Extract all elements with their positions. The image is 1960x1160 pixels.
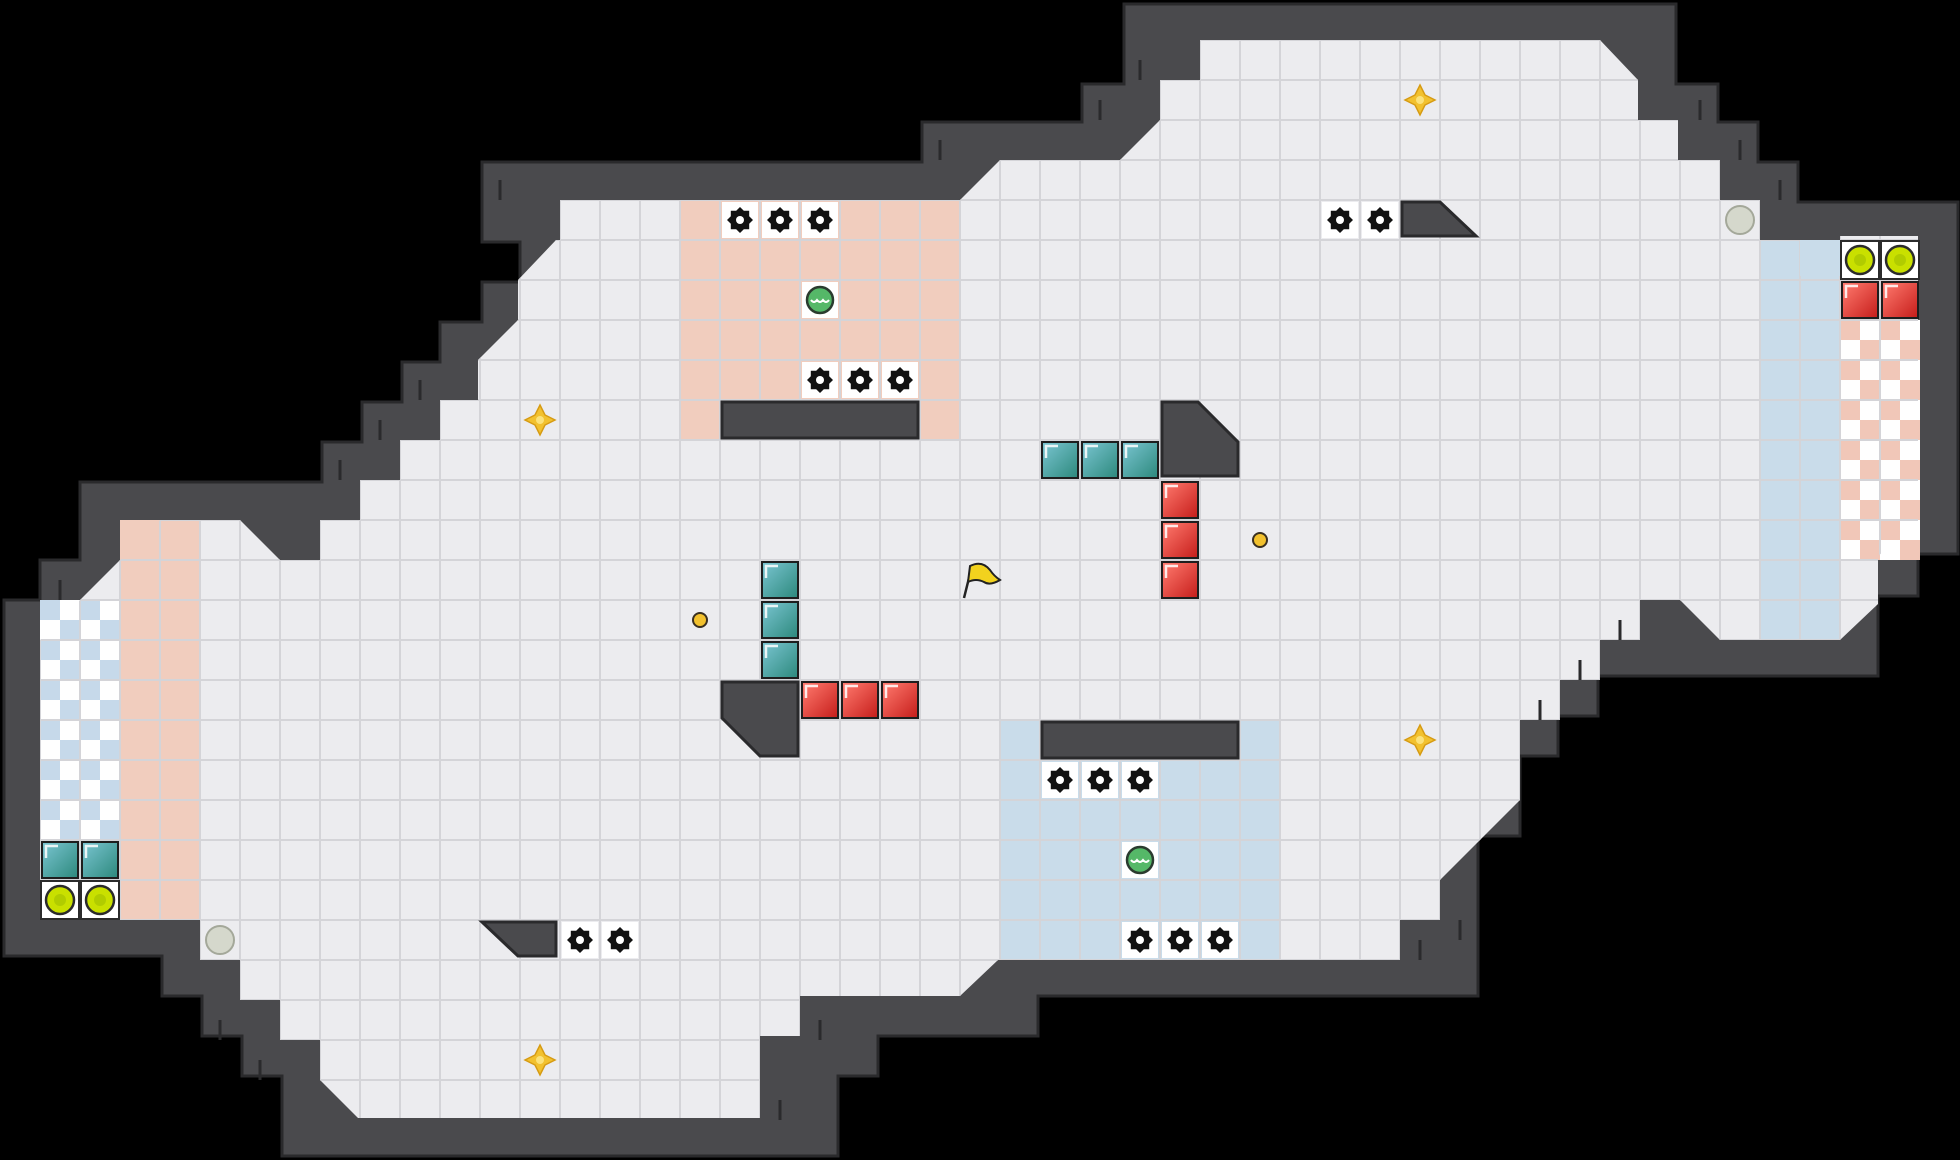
red-block: [1161, 481, 1199, 519]
token-icon: [1122, 842, 1158, 878]
teal-block: [81, 841, 119, 879]
gear-icon: [802, 202, 838, 238]
teal-block: [761, 641, 799, 679]
gear-icon: [762, 202, 798, 238]
gear-icon: [1122, 762, 1158, 798]
target-icon: [80, 880, 120, 920]
gear-icon: [802, 362, 838, 398]
gear-icon: [562, 922, 598, 958]
teal-block: [41, 841, 79, 879]
token-icon: [802, 282, 838, 318]
red-block: [881, 681, 919, 719]
teal-block: [1041, 441, 1079, 479]
shield-icon: [523, 1043, 557, 1077]
flag-icon: [962, 562, 1002, 599]
gear-icon: [722, 202, 758, 238]
inner-walls: [478, 200, 1480, 958]
button-icon: [1725, 205, 1755, 235]
gear-icon: [1322, 202, 1358, 238]
red-block: [841, 681, 879, 719]
gear-icon: [1162, 922, 1198, 958]
wall-notches: [58, 60, 1782, 1120]
shield-icon: [523, 403, 557, 437]
red-block: [1161, 561, 1199, 599]
teal-block: [1121, 441, 1159, 479]
red-block: [1841, 281, 1879, 319]
teal-block: [1081, 441, 1119, 479]
shield-icon: [1403, 83, 1437, 117]
button-icon: [205, 925, 235, 955]
gear-icon: [842, 362, 878, 398]
gear-icon: [882, 362, 918, 398]
red-block: [801, 681, 839, 719]
teal-block: [761, 601, 799, 639]
target-icon: [40, 880, 80, 920]
red-block: [1881, 281, 1919, 319]
red-block: [1161, 521, 1199, 559]
gear-icon: [1202, 922, 1238, 958]
target-icon: [1880, 240, 1920, 280]
teal-block: [761, 561, 799, 599]
gear-icon: [1362, 202, 1398, 238]
gear-icon: [1082, 762, 1118, 798]
shield-icon: [1403, 723, 1437, 757]
coin-icon: [692, 612, 708, 628]
coin-icon: [1252, 532, 1268, 548]
gear-icon: [1122, 922, 1158, 958]
gear-icon: [602, 922, 638, 958]
target-icon: [1840, 240, 1880, 280]
gear-icon: [1042, 762, 1078, 798]
